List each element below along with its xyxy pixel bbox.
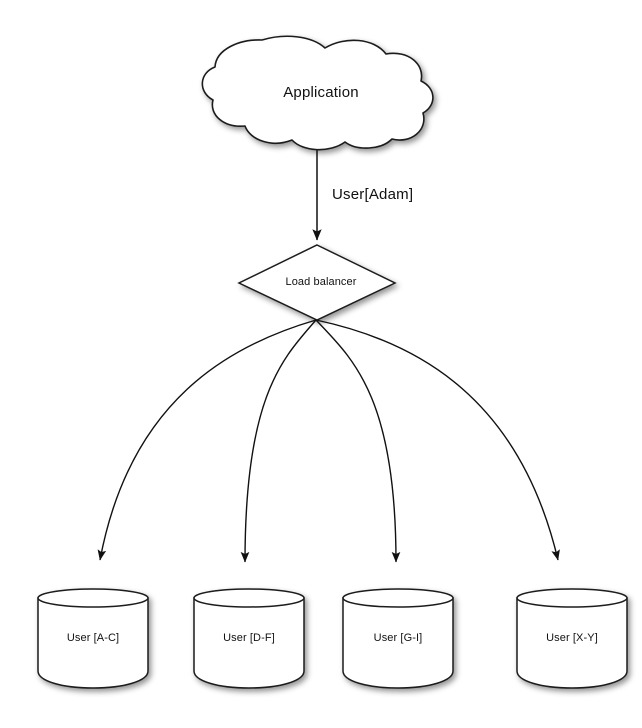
cloud-shape	[201, 35, 434, 151]
node-load-balancer[interactable]	[237, 244, 397, 321]
edge-curve	[315, 319, 560, 561]
cylinder-top	[342, 588, 454, 608]
node-database-2[interactable]	[342, 588, 454, 689]
cylinder-top	[516, 588, 628, 608]
edge-load-balancer-to-db-2	[315, 319, 401, 563]
edge-curve	[97, 319, 317, 561]
edge-load-balancer-to-db-0	[97, 319, 317, 561]
node-application[interactable]	[201, 35, 434, 151]
edge-curve	[315, 319, 401, 563]
cylinder-top	[193, 588, 305, 608]
node-database-0[interactable]	[37, 588, 149, 689]
cylinder-body	[342, 597, 454, 689]
edge-curve	[240, 319, 317, 563]
diamond-shape	[237, 244, 397, 321]
cylinder-body	[193, 597, 305, 689]
cylinder-body	[37, 597, 149, 689]
node-database-1[interactable]	[193, 588, 305, 689]
edge-load-balancer-to-db-3	[315, 319, 560, 561]
node-database-3[interactable]	[516, 588, 628, 689]
cylinder-top	[37, 588, 149, 608]
edge-load-balancer-to-db-1	[240, 319, 317, 563]
cylinder-body	[516, 597, 628, 689]
